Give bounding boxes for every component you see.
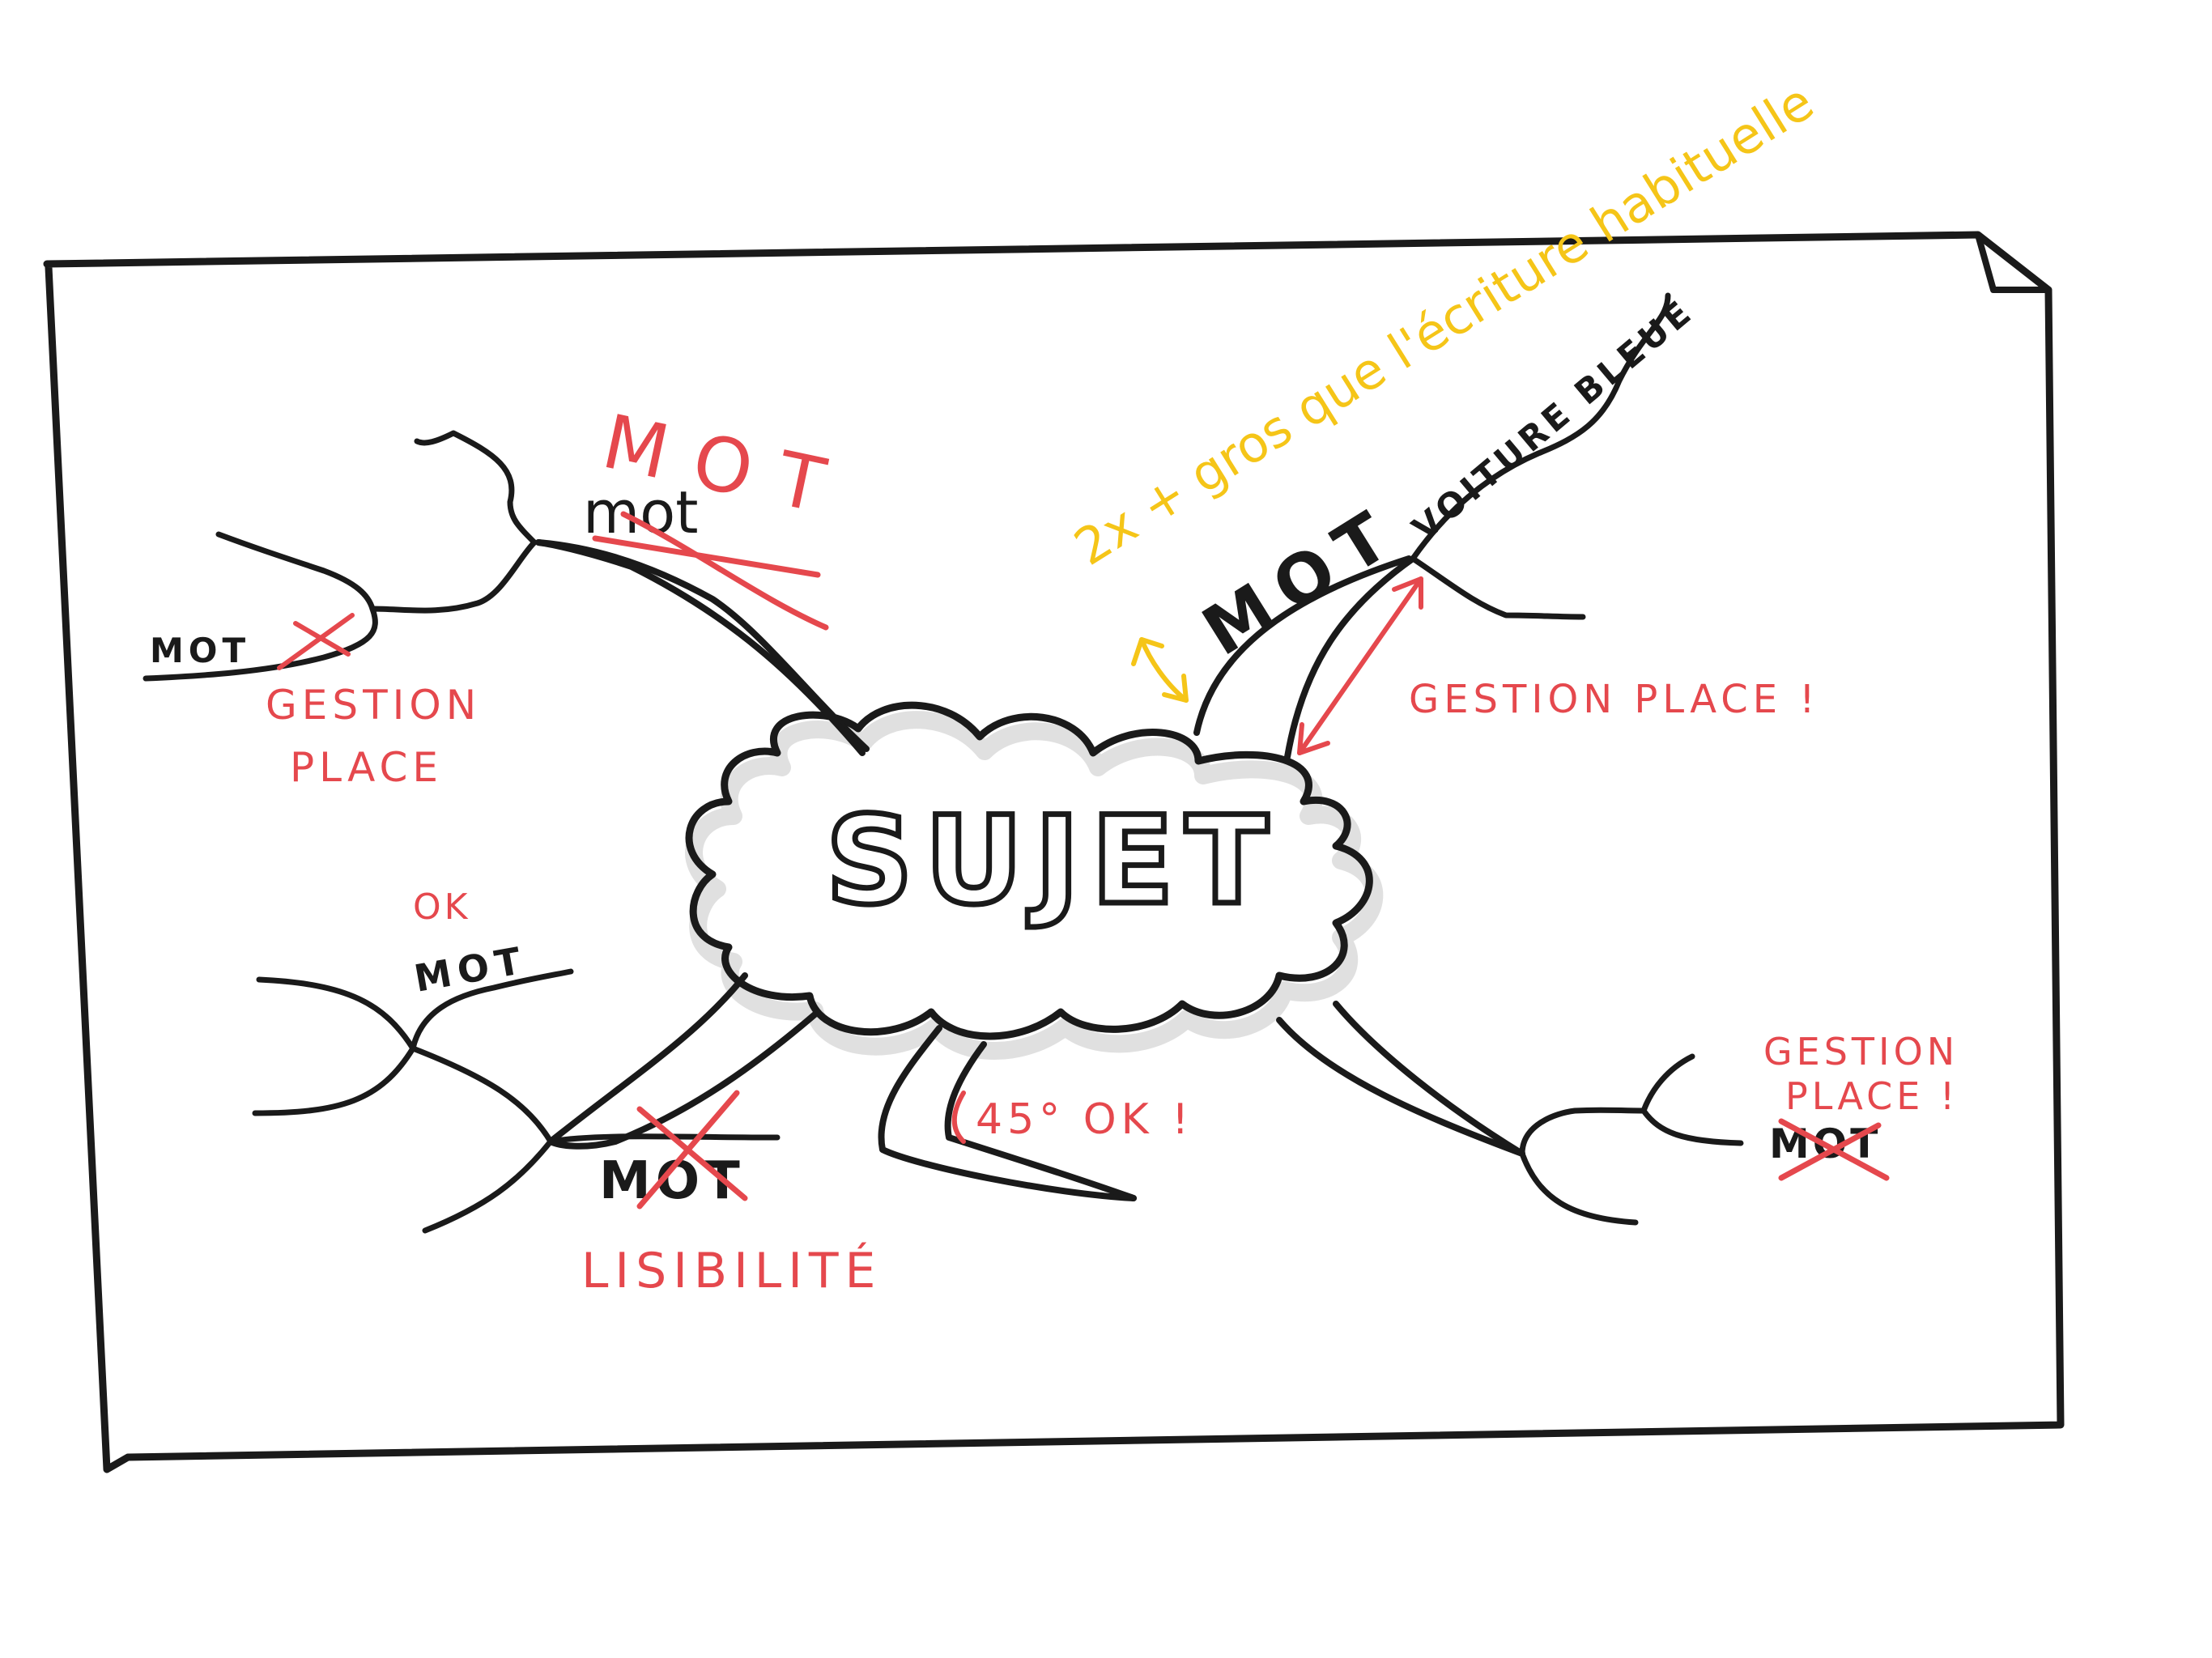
gestion-place-bottom-2: PLACE ! [1785, 1074, 1959, 1118]
double-arrow-red [1297, 576, 1423, 755]
angle-mark [951, 1090, 966, 1144]
paper-sheet [43, 231, 2065, 1473]
branch-bottom-center: 45° OK ! [878, 1025, 1193, 1201]
cross-icon [1778, 1118, 1890, 1181]
lisibilite-label: LISIBILITÉ [581, 1241, 882, 1299]
ok-label: OK [413, 886, 471, 928]
gestion-place-bottom-1: GESTION [1763, 1030, 1959, 1073]
branch-bottom-left: OK MOT MOT LISIBILITÉ [252, 886, 882, 1299]
cross-icon [277, 613, 355, 670]
branch-bottom-right: MOT GESTION PLACE ! [1276, 1001, 1959, 1226]
gestion-place-left-2: PLACE [290, 744, 443, 791]
cross-icon [636, 1090, 748, 1209]
strike-line [592, 535, 821, 578]
branch-top-left: mot MOT MOT [143, 398, 870, 756]
folded-corner [1975, 232, 2052, 293]
gestion-place-left-1: GESTION [266, 682, 481, 729]
bottom-left-word: MOT [411, 937, 531, 1001]
top-left-crossed-word: mot [583, 478, 698, 546]
strike-line [620, 511, 829, 631]
central-cloud: SUJET [685, 701, 1384, 1060]
gestion-place-right: GESTION PLACE ! [1409, 677, 1820, 722]
bottom-left-crossed-word: MOT [599, 1151, 745, 1211]
center-label: SUJET [826, 791, 1279, 932]
branch-top-right: MOT VOITURE BLEUE 2x + gros que l'écritu… [1064, 72, 1823, 760]
angle-ok-label: 45° OK ! [976, 1095, 1193, 1144]
top-left-sub-word: MOT [150, 631, 250, 670]
double-arrow-yellow [1131, 637, 1189, 703]
